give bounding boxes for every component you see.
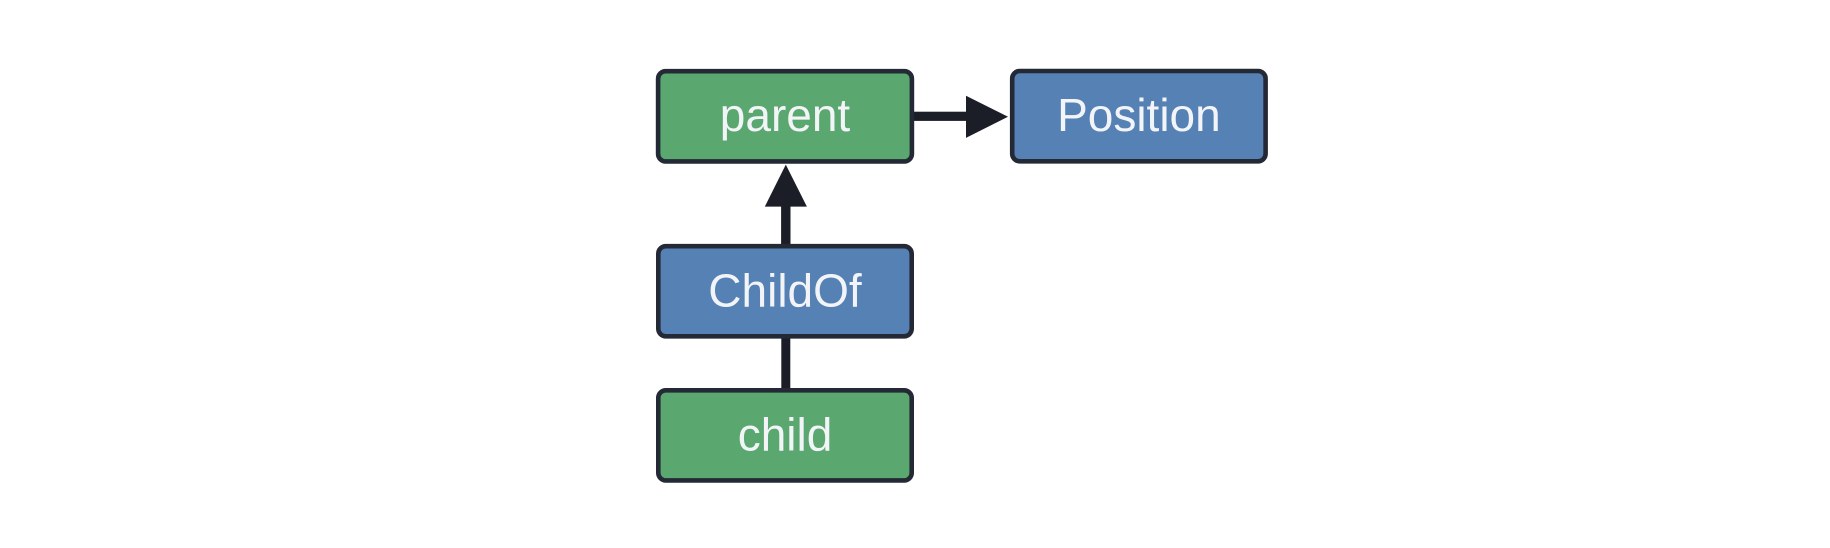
svg-text:parent: parent — [720, 89, 851, 141]
svg-text:child: child — [738, 409, 833, 461]
svg-text:ChildOf: ChildOf — [708, 264, 862, 316]
svg-text:Position: Position — [1057, 89, 1221, 141]
